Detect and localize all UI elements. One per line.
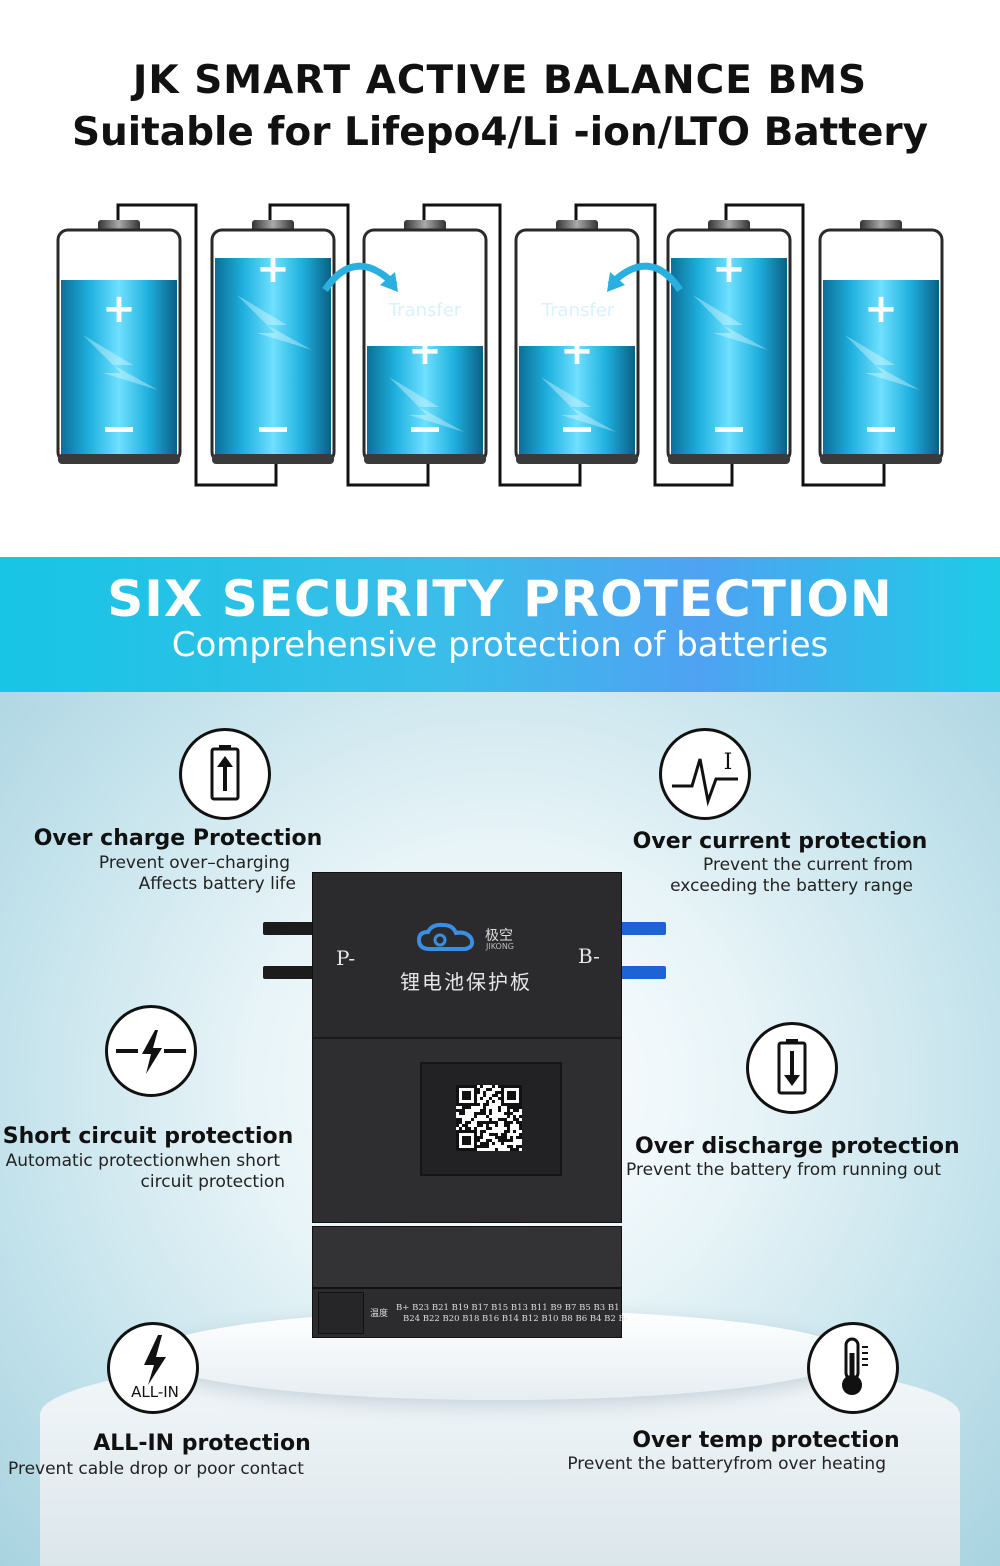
feature-title-over-temp: Over temp protection <box>632 1428 900 1453</box>
banner <box>0 557 1000 692</box>
current-pulse-icon: I <box>659 728 751 820</box>
all-in-icon: ALL-IN <box>107 1322 199 1414</box>
bms-name: 锂电池保护板 <box>400 970 532 994</box>
plus-icon: + <box>864 286 898 332</box>
minus-icon <box>411 427 439 432</box>
brand-en: JIKONG <box>486 942 515 951</box>
p-wire-1 <box>263 922 315 935</box>
b-wire-2 <box>618 966 666 979</box>
minus-icon <box>105 427 133 432</box>
battery-cell: + <box>514 220 640 464</box>
qr-panel <box>420 1062 562 1176</box>
page-subtitle: Suitable for Lifepo4/Li -ion/LTO Battery <box>71 110 929 155</box>
banner-subtitle: Comprehensive protection of batteries <box>171 625 829 665</box>
svg-text:I: I <box>724 750 733 775</box>
feature-title-over-discharge: Over discharge protection <box>635 1134 960 1159</box>
b-label: B- <box>578 944 600 968</box>
lightning-icon <box>237 295 312 350</box>
minus-icon <box>867 427 895 432</box>
lightning-cut-icon <box>105 1005 197 1097</box>
pin-labels-row1: B+ B23 B21 B19 B17 B15 B13 B11 B9 B7 B5 … <box>396 1303 620 1313</box>
plus-icon: + <box>408 328 442 374</box>
battery-cell: + <box>818 220 944 464</box>
feature-title-over-current: Over current protection <box>632 829 928 854</box>
battery-cell: + <box>666 220 792 464</box>
temp-connector <box>318 1292 364 1334</box>
page-title: JK SMART ACTIVE BALANCE BMS <box>132 58 868 103</box>
minus-icon <box>563 427 591 432</box>
feature-desc-short-circuit-2: circuit protection <box>140 1172 285 1192</box>
transfer-label-left: Transfer <box>388 300 462 321</box>
feature-desc-over-discharge-1: Prevent the battery from running out <box>626 1160 941 1180</box>
temp-label: 温度 <box>370 1309 389 1319</box>
feature-desc-over-current-2: exceeding the battery range <box>670 876 913 896</box>
feature-desc-over-charge-2: Affects battery life <box>138 874 296 894</box>
plus-icon: + <box>560 328 594 374</box>
battery-down-icon <box>746 1022 838 1114</box>
lightning-icon <box>845 335 920 390</box>
bms-top-cover <box>312 872 622 1039</box>
lightning-icon <box>541 377 616 432</box>
feature-desc-over-charge-1: Prevent over–charging <box>98 853 290 873</box>
battery-up-icon <box>179 728 271 820</box>
feature-desc-over-temp-1: Prevent the batteryfrom over heating <box>567 1454 886 1474</box>
battery-balance-diagram: + + + + + + Transfer Transfer <box>56 203 944 487</box>
battery-cell: + <box>362 220 488 464</box>
feature-title-over-charge: Over charge Protection <box>33 826 323 851</box>
thermometer-icon <box>807 1322 899 1414</box>
transfer-label-right: Transfer <box>541 300 615 321</box>
feature-desc-short-circuit-1: Automatic protectionwhen short <box>5 1151 280 1171</box>
battery-cell: + <box>210 220 336 464</box>
cloud-logo-icon <box>416 922 475 951</box>
feature-title-all-in: ALL-IN protection <box>93 1431 311 1456</box>
bms-lower-cover <box>312 1226 622 1288</box>
b-wire-1 <box>618 922 666 935</box>
p-wire-2 <box>263 966 315 979</box>
minus-icon <box>259 427 287 432</box>
pin-labels-row2: B24 B22 B20 B18 B16 B14 B12 B10 B8 B6 B4… <box>403 1314 628 1324</box>
minus-icon <box>715 427 743 432</box>
feature-desc-over-current-1: Prevent the current from <box>703 855 913 875</box>
plus-icon: + <box>256 246 290 292</box>
lightning-icon <box>693 295 768 350</box>
feature-desc-all-in-1: Prevent cable drop or poor contact <box>8 1459 304 1479</box>
banner-title: SIX SECURITY PROTECTION <box>107 570 893 628</box>
battery-cell: + <box>56 220 182 464</box>
brand-cn: 极空 <box>485 928 513 944</box>
lightning-icon <box>389 377 464 432</box>
feature-title-short-circuit: Short circuit protection <box>2 1124 294 1149</box>
p-label: P- <box>336 946 356 970</box>
plus-icon: + <box>102 286 136 332</box>
qr-code <box>456 1085 522 1151</box>
all-in-icon-text: ALL-IN <box>131 1383 179 1401</box>
plus-icon: + <box>712 246 746 292</box>
lightning-icon <box>83 335 158 390</box>
